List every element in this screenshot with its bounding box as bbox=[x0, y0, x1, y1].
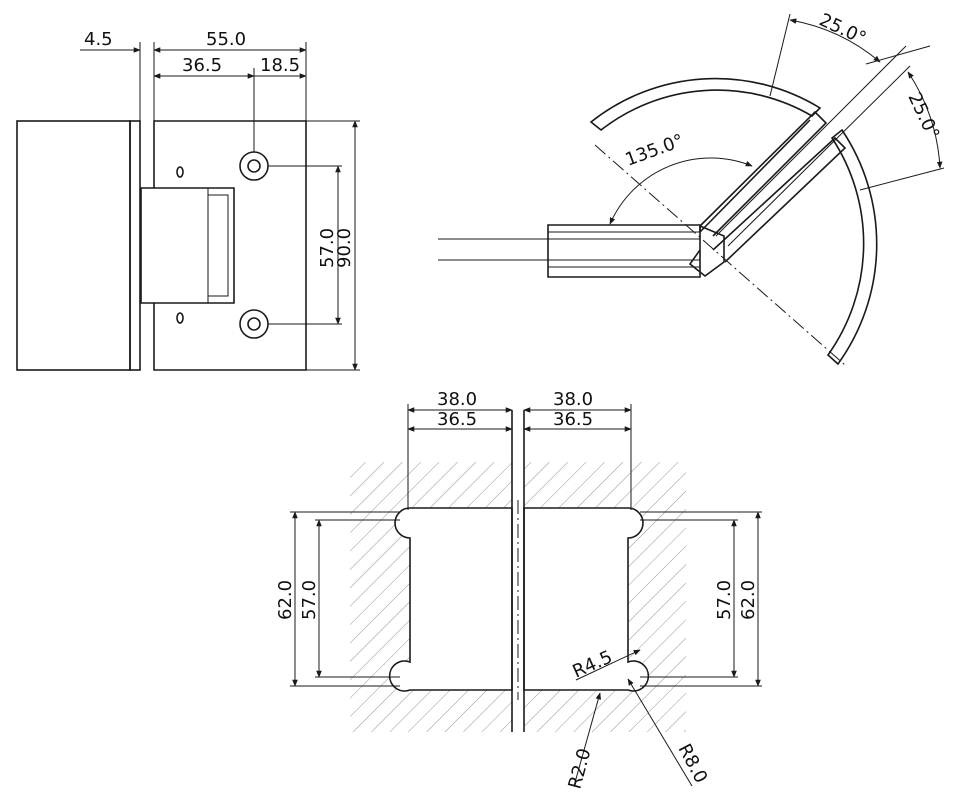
radius-c-label: R8.0 bbox=[674, 740, 712, 786]
right-width-inner-label: 36.5 bbox=[553, 409, 593, 430]
door-glass-line-a bbox=[715, 45, 907, 237]
angle-arc-135 bbox=[609, 157, 753, 225]
left-height-outer-label: 62.0 bbox=[275, 580, 296, 620]
dim-overall-height-label: 90.0 bbox=[334, 228, 355, 268]
door-arm-upper bbox=[699, 110, 828, 237]
cutout-right bbox=[523, 507, 650, 692]
left-width-inner-label: 36.5 bbox=[437, 409, 477, 430]
angle-a-label: 25.0° bbox=[816, 9, 869, 49]
angle-arc-25b bbox=[907, 71, 943, 169]
door-arm-lower bbox=[712, 136, 847, 263]
pivot-block bbox=[688, 225, 725, 278]
dim-hole-x-label: 36.5 bbox=[182, 55, 222, 76]
right-height-inner-label: 57.0 bbox=[714, 580, 735, 620]
left-width-outer-label: 38.0 bbox=[437, 389, 477, 410]
mounting-hole-bottom bbox=[239, 309, 269, 339]
dim-hole-edge-label: 18.5 bbox=[260, 55, 300, 76]
screw-dot-bottom bbox=[176, 312, 184, 324]
knuckle-detail bbox=[207, 188, 229, 303]
swing-arc-lower bbox=[826, 128, 878, 366]
glass-plate bbox=[140, 120, 307, 371]
fixed-clamp bbox=[547, 224, 701, 278]
screw-dot-top bbox=[176, 166, 184, 178]
center-line bbox=[594, 144, 846, 366]
dim-overall-width-label: 55.0 bbox=[206, 29, 246, 50]
radius-b-label: R2.0 bbox=[565, 746, 596, 791]
angle-b-label: 25.0° bbox=[903, 89, 943, 142]
right-height-outer-label: 62.0 bbox=[738, 580, 759, 620]
swing-arc-upper bbox=[589, 77, 822, 132]
hinge-side-view: 4.5 55.0 36.5 18.5 57.0 90.0 bbox=[16, 29, 360, 371]
wall-plate bbox=[16, 120, 131, 371]
dim-hole-spacing-label: 57.0 bbox=[317, 228, 338, 268]
rotation-view: 135.0° 25.0° 25.0° bbox=[438, 9, 945, 366]
dim-offset-label: 4.5 bbox=[84, 29, 113, 50]
angle-open-label: 135.0° bbox=[623, 130, 687, 170]
cutout-view: 38.0 36.5 38.0 36.5 62.0 57.0 57.0 62.0 … bbox=[275, 389, 762, 791]
cutout-dimensions bbox=[290, 404, 762, 787]
angle-arc-25a bbox=[789, 18, 881, 63]
mounting-hole-top bbox=[239, 151, 269, 181]
right-width-outer-label: 38.0 bbox=[553, 389, 593, 410]
side-dimensions bbox=[80, 42, 360, 371]
wall-plate-edge bbox=[129, 120, 141, 371]
hinge-knuckle bbox=[154, 187, 235, 304]
left-height-inner-label: 57.0 bbox=[299, 580, 320, 620]
cutout-left bbox=[388, 507, 513, 692]
door-glass-line-b bbox=[727, 65, 911, 247]
